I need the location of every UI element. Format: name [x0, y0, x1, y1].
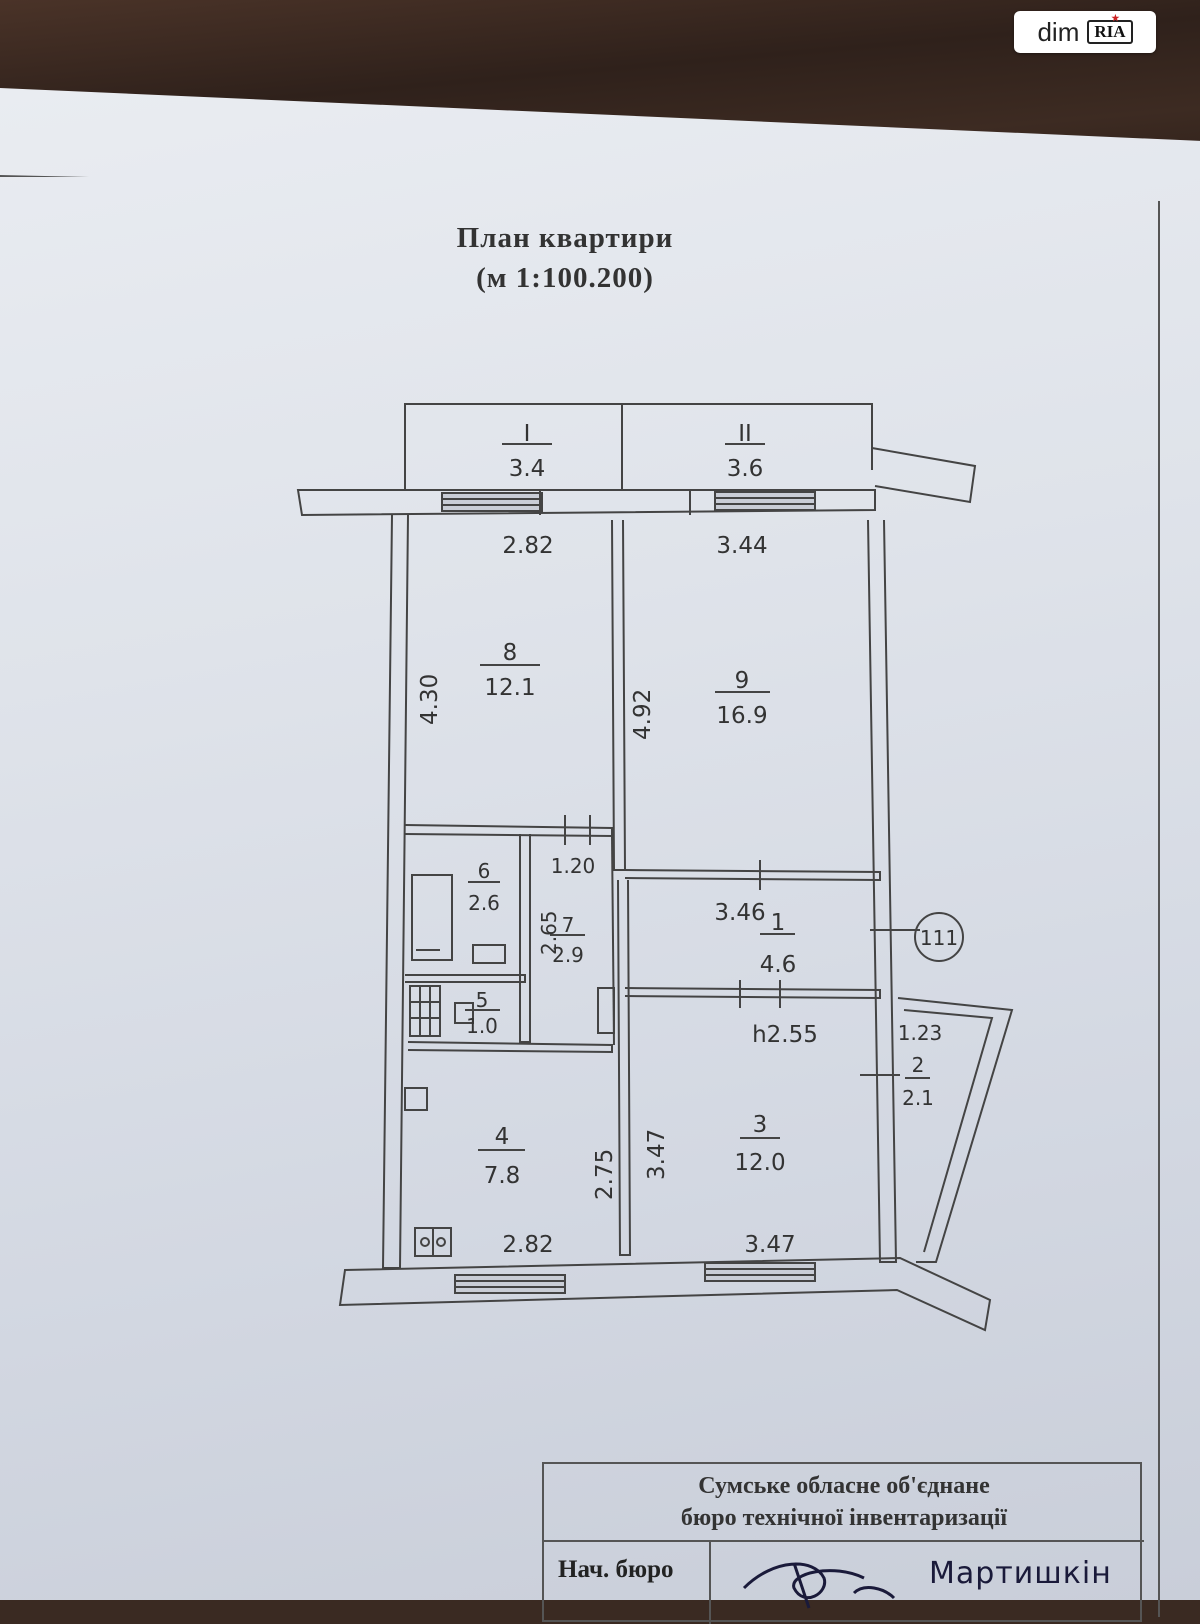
watermark-site: dim — [1037, 16, 1080, 47]
dim-room4-length: 2.75 — [592, 1149, 618, 1200]
room-2-number: 2 — [912, 1053, 925, 1077]
balcony-2-area: 3.6 — [727, 456, 764, 482]
organization-line2: бюро технічної інвентаризації — [680, 1505, 1008, 1531]
balcony-1-number: I — [524, 421, 531, 447]
stamp-divider — [709, 1542, 711, 1624]
room-1-number: 1 — [771, 910, 786, 936]
room-2-area: 2.1 — [902, 1086, 934, 1110]
signature-icon — [742, 1562, 896, 1609]
position-label: Нач. бюро — [558, 1556, 674, 1583]
room-3-number: 3 — [753, 1112, 768, 1138]
room-1-area: 4.6 — [760, 952, 797, 978]
dim-room7-length: 2.65 — [537, 910, 561, 955]
dim-room7-width: 1.20 — [551, 854, 596, 878]
organization-name: Сумське обласне об'єднане бюро технічної… — [544, 1464, 1144, 1542]
organization-line1: Сумське обласне об'єднане — [698, 1473, 990, 1499]
floor-marker: 111 — [920, 926, 958, 950]
floor-plan-drawing: I 3.4 II 3.6 8 12.1 9 16.9 6 2.6 7 2.9 5… — [296, 403, 1014, 1332]
room-6-number: 6 — [478, 859, 491, 883]
dim-room9-length: 4.92 — [630, 689, 656, 740]
dim-room8-width: 2.82 — [502, 533, 553, 559]
room-7-number: 7 — [562, 913, 575, 937]
dim-room1-width: 3.46 — [714, 900, 765, 926]
dim-room2-width: 1.23 — [898, 1021, 943, 1045]
room-9-area: 16.9 — [716, 703, 767, 729]
plan-title: План квартири (м 1:100.200) — [400, 218, 730, 298]
room-8-area: 12.1 — [484, 675, 535, 701]
room-4-number: 4 — [495, 1124, 510, 1150]
paper-sheet — [0, 88, 1200, 1600]
dim-room9-width: 3.44 — [716, 533, 767, 559]
room-3-area: 12.0 — [734, 1150, 785, 1176]
room-5-area: 1.0 — [466, 1014, 498, 1038]
plan-title-line1: План квартири — [456, 222, 674, 254]
room-4-area: 7.8 — [484, 1163, 521, 1189]
plan-scale: (м 1:100.200) — [476, 262, 654, 294]
room-9-number: 9 — [735, 668, 750, 694]
dim-room8-length: 4.30 — [417, 674, 443, 725]
ria-logo-icon: RIA — [1087, 13, 1133, 44]
plan-walls — [296, 403, 1014, 1332]
room-8-number: 8 — [503, 640, 518, 666]
room-7-area: 2.9 — [552, 943, 584, 967]
room-6-area: 2.6 — [468, 891, 500, 915]
dim-room4-width: 2.82 — [502, 1232, 553, 1258]
dim-room3-length: 3.47 — [644, 1129, 670, 1180]
dim-ceiling-height: h2.55 — [752, 1022, 818, 1048]
title-block-stamp: Сумське обласне об'єднане бюро технічної… — [542, 1462, 1144, 1624]
official-name: Мартишкін — [929, 1556, 1112, 1591]
dim-room3-width: 3.47 — [744, 1232, 795, 1258]
balcony-1-area: 3.4 — [509, 456, 546, 482]
room-5-number: 5 — [476, 988, 489, 1012]
dim-ria-watermark: dim RIA — [1014, 11, 1156, 53]
balcony-2-number: II — [738, 421, 752, 447]
